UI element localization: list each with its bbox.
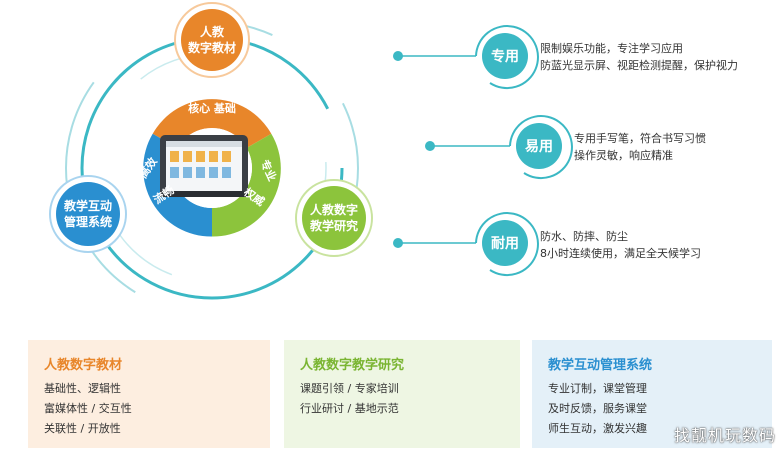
feature-badge-2: 易用 [425, 115, 573, 180]
feature-2-line-1: 专用手写笔，符合书写习惯 [574, 132, 706, 145]
outer-ring-arc [80, 36, 344, 300]
feature-3-line-2: 8小时连续使用，满足全天候学习 [540, 247, 701, 260]
card-2-title: 人教数字教学研究 [300, 358, 405, 373]
node-right-label-1: 人教数字 [310, 202, 358, 217]
card-interaction-system: 教学互动管理系统 专业订制，课堂管理 及时反馈，服务课堂 师生互动，激发兴趣 [532, 340, 772, 448]
node-top-label-1: 人教 [200, 24, 225, 39]
node-interaction-system: 教学互动 管理系统 [49, 175, 127, 253]
card-teaching-research: 人教数字教学研究 课题引领 / 专家培训 行业研讨 / 基地示范 [284, 340, 520, 448]
core-diagram: 核心 基础 高效 流畅 专业 权威 人教 数字教材 教学互动 管理系统 人教数字… [49, 2, 573, 315]
node-teaching-research: 人教数字 教学研究 [295, 179, 373, 257]
node-digital-textbook: 人教 数字教材 [174, 2, 250, 78]
card-1-line-2: 富媒体性 / 交互性 [44, 402, 132, 415]
node-left-label-1: 教学互动 [63, 198, 112, 213]
feature-desc-2: 专用手写笔，符合书写习惯 操作灵敏，响应精准 [574, 130, 706, 164]
node-top-label-2: 数字教材 [188, 40, 236, 55]
feature-1-line-2: 防蓝光显示屏、视距检测提醒，保护视力 [540, 59, 738, 72]
tablet-icon [160, 135, 248, 197]
node-left-label-2: 管理系统 [64, 214, 112, 229]
card-3-line-1: 专业订制，课堂管理 [548, 382, 647, 395]
ring-label-top: 核心 基础 [188, 101, 236, 115]
card-2-line-1: 课题引领 / 专家培训 [300, 382, 399, 395]
badge-label-3: 耐用 [491, 235, 519, 252]
card-3-title: 教学互动管理系统 [548, 358, 653, 373]
card-digital-textbook: 人教数字教材 基础性、逻辑性 富媒体性 / 交互性 关联性 / 开放性 [28, 340, 270, 448]
feature-desc-1: 限制娱乐功能，专注学习应用 防蓝光显示屏、视距检测提醒，保护视力 [540, 40, 738, 74]
outer-ring-faint-arc [65, 21, 359, 315]
card-1-line-3: 关联性 / 开放性 [44, 422, 121, 435]
card-1-title: 人教数字教材 [44, 358, 123, 373]
feature-desc-3: 防水、防摔、防尘 8小时连续使用，满足全天候学习 [540, 228, 701, 262]
card-3-line-2: 及时反馈，服务课堂 [548, 402, 647, 415]
node-right-label-2: 教学研究 [309, 218, 358, 233]
badge-label-2: 易用 [525, 139, 553, 155]
feature-2-line-2: 操作灵敏，响应精准 [574, 149, 673, 162]
ring-segment-right [212, 133, 281, 237]
feature-1-line-1: 限制娱乐功能，专注学习应用 [540, 42, 683, 55]
card-2-line-2: 行业研讨 / 基地示范 [300, 402, 399, 415]
card-3-line-3: 师生互动，激发兴趣 [548, 422, 647, 435]
feature-badge-1: 专用 [393, 25, 539, 90]
feature-badge-3: 耐用 [393, 212, 539, 277]
badge-label-1: 专用 [491, 48, 519, 65]
card-1-line-1: 基础性、逻辑性 [44, 382, 121, 395]
watermark-text: 找靓机玩数码 [673, 426, 776, 445]
feature-3-line-1: 防水、防摔、防尘 [540, 230, 628, 243]
